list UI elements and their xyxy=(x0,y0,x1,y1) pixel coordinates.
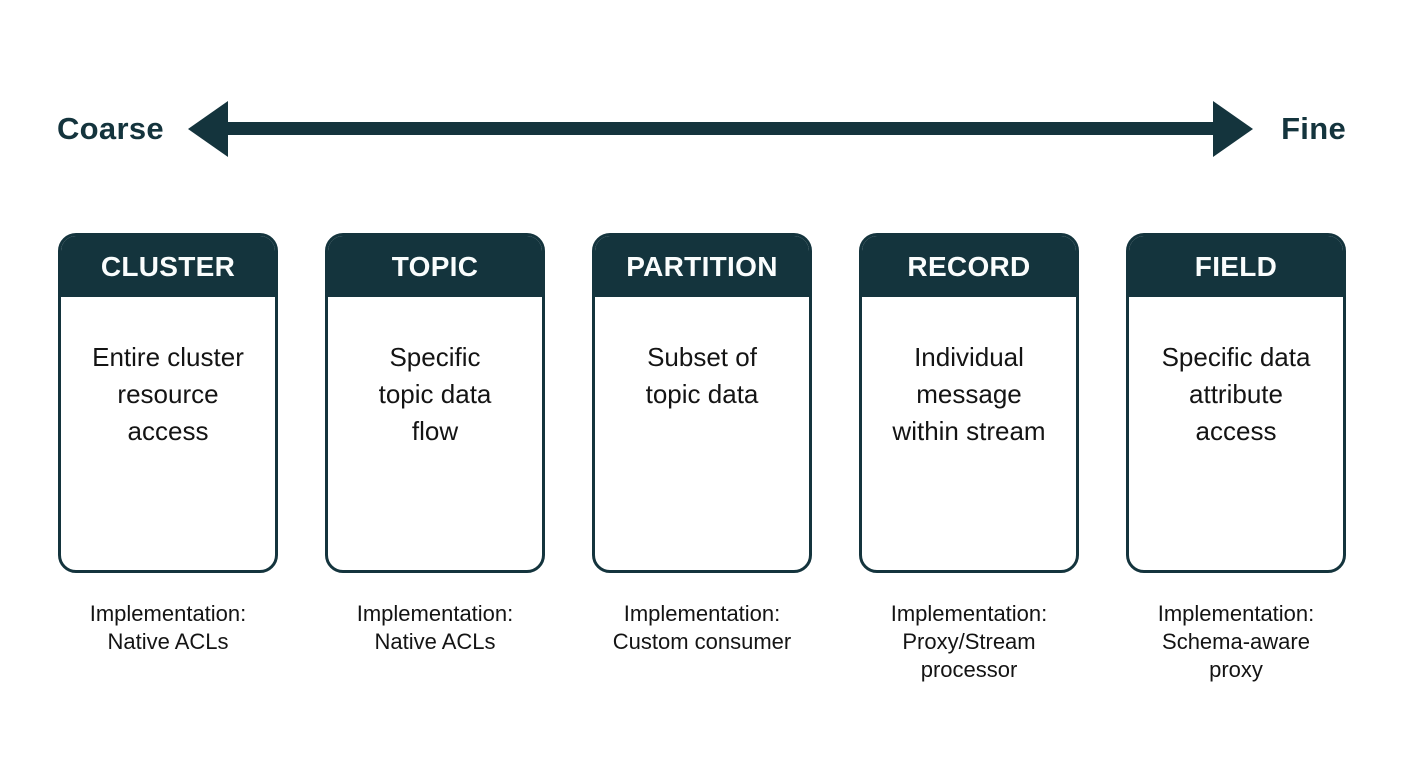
cards-row: CLUSTER Entire cluster resource access T… xyxy=(58,233,1346,573)
implementation-note-cluster: Implementation: Native ACLs xyxy=(89,601,247,654)
card-record-title: RECORD xyxy=(862,236,1076,297)
card-field: FIELD Specific data attribute access xyxy=(1126,233,1346,573)
implementation-note-record: Implementation: Proxy/Stream processor xyxy=(890,601,1048,682)
card-cluster-title: CLUSTER xyxy=(61,236,275,297)
card-cluster: CLUSTER Entire cluster resource access xyxy=(58,233,278,573)
axis-label-coarse: Coarse xyxy=(57,110,164,146)
implementation-note-topic: Implementation: Native ACLs xyxy=(356,601,514,654)
arrow-shaft xyxy=(227,122,1214,135)
card-topic-title: TOPIC xyxy=(328,236,542,297)
implementation-note-partition: Implementation: Custom consumer xyxy=(612,601,792,654)
card-field-title: FIELD xyxy=(1129,236,1343,297)
implementation-note-field: Implementation: Schema-aware proxy xyxy=(1157,601,1315,682)
card-record: RECORD Individual message within stream xyxy=(859,233,1079,573)
card-cluster-description: Entire cluster resource access xyxy=(92,342,244,446)
axis-label-fine: Fine xyxy=(1281,110,1346,146)
arrow-right-head-icon xyxy=(1213,100,1254,157)
card-topic: TOPIC Specific topic data flow xyxy=(325,233,545,573)
card-partition-title: PARTITION xyxy=(595,236,809,297)
implementation-row: Implementation: Native ACLs Implementati… xyxy=(58,600,1346,684)
card-partition-description: Subset of topic data xyxy=(645,342,759,409)
card-record-description: Individual message within stream xyxy=(892,342,1046,446)
card-topic-description: Specific topic data flow xyxy=(378,342,492,446)
card-field-description: Specific data attribute access xyxy=(1161,342,1311,446)
card-partition: PARTITION Subset of topic data xyxy=(592,233,812,573)
arrow-left-head-icon xyxy=(187,100,228,157)
double-headed-arrow xyxy=(187,100,1254,157)
granularity-axis: Coarse Fine xyxy=(57,100,1346,157)
